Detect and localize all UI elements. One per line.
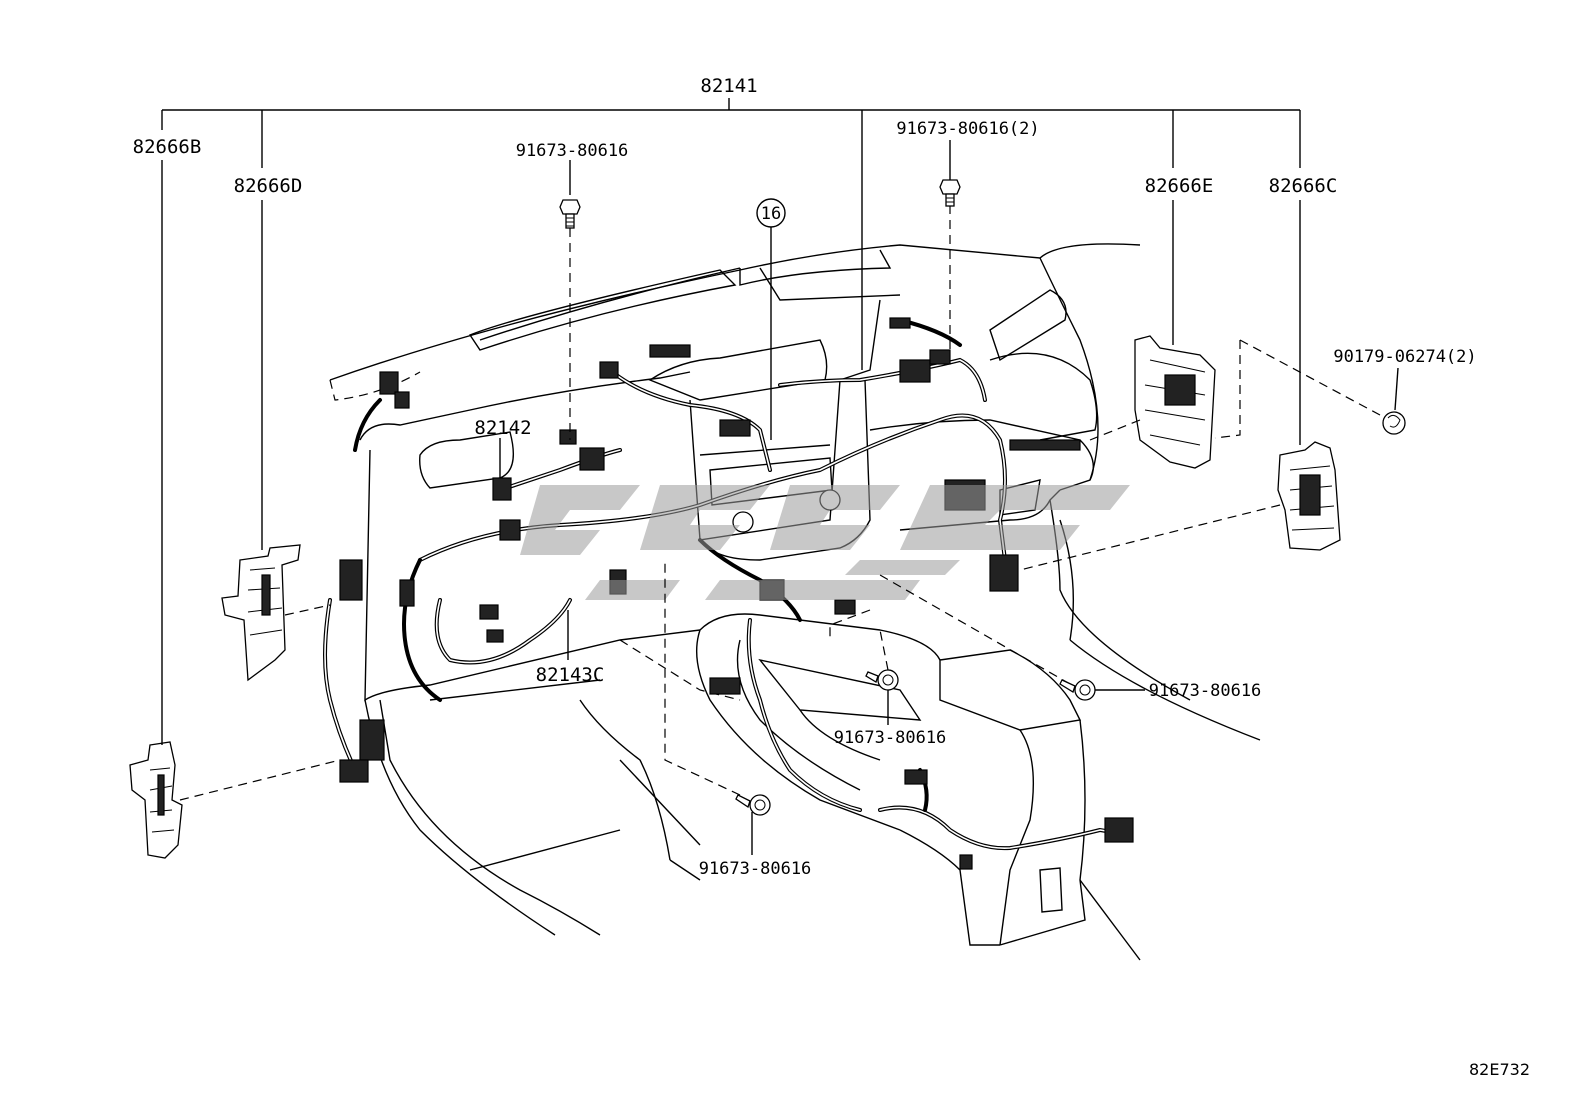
reference-circle: 16 (756, 198, 786, 228)
label-bolt-top-right: 91673-80616(2) (896, 119, 1039, 139)
bolt-icon (559, 199, 581, 229)
label-82666c: 82666C (1269, 175, 1338, 197)
label-82141: 82141 (700, 75, 757, 97)
bracket-82666b (129, 741, 183, 859)
label-bolt-top-left: 91673-80616 (516, 141, 629, 161)
bolt-icon (735, 794, 771, 816)
label-bolt-bottom: 91673-80616 (699, 859, 812, 879)
label-82666d: 82666D (234, 175, 303, 197)
bracket-82666e (1134, 335, 1216, 469)
label-bolt-right: 91673-80616 (1149, 681, 1262, 701)
bracket-82666c (1277, 441, 1341, 551)
bolt-icon (1059, 679, 1096, 701)
label-nut: 90179-06274(2) (1333, 347, 1476, 367)
diagram-code: 82E732 (1469, 1060, 1530, 1079)
nut-icon (1382, 411, 1406, 435)
label-82142: 82142 (474, 417, 531, 439)
label-82666e: 82666E (1145, 175, 1214, 197)
label-82143c: 82143C (536, 664, 605, 686)
label-82666b: 82666B (133, 136, 202, 158)
bolt-icon (865, 669, 899, 691)
bracket-82666d (221, 544, 301, 682)
leader-lines (161, 98, 1399, 855)
instrument-panel-outline (329, 243, 1261, 961)
watermark-logo (520, 485, 1130, 600)
bolt-icon (939, 179, 961, 207)
ref-circle-number: 16 (761, 204, 781, 224)
label-bolt-center: 91673-80616 (834, 728, 947, 748)
